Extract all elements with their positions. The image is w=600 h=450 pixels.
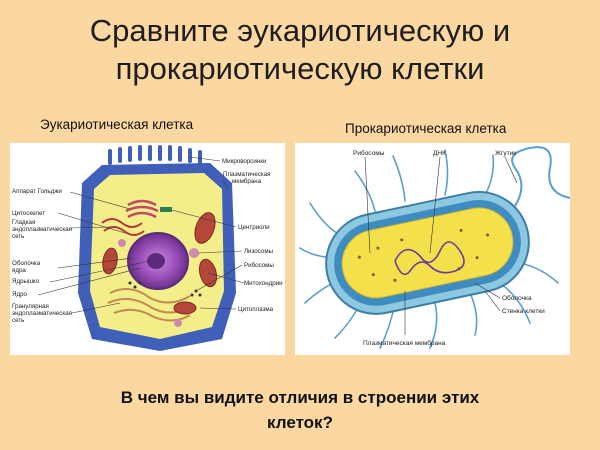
prokaryote-diagram-panel: Рибосомы ДНК Жгутик Оболочка Стенка клет…: [295, 143, 571, 355]
label-centrioles: Центриоли: [238, 224, 270, 231]
prokaryote-leader-lines: [364, 156, 518, 335]
label-plasma-membrane-2: мембрана: [232, 178, 262, 185]
label-nuclear-envelope-1: Оболочка: [12, 260, 41, 267]
label-nuclear-envelope-2: ядра: [12, 267, 26, 274]
label-pro-cell-wall: Стенка клетки: [502, 308, 545, 315]
eukaryote-heading: Эукариотическая клетка: [40, 117, 194, 132]
label-cytoskeleton: Цитоскелет: [12, 210, 45, 217]
label-pro-flagellum: Жгутик: [495, 150, 516, 157]
label-microvilli: Микроворсинки: [222, 158, 267, 165]
prokaryote-heading: Прокариотическая клетка: [345, 121, 507, 136]
label-lysosomes: Лизосомы: [244, 248, 274, 255]
title-line-2: прокариотическую клетки: [115, 51, 485, 86]
label-pro-ribosomes: Рибосомы: [353, 149, 385, 157]
ribosome-dots: [128, 281, 202, 297]
label-pro-dna: ДНК: [433, 150, 446, 157]
golgi-shape: [125, 199, 159, 219]
label-nucleus: Ядро: [12, 291, 28, 298]
question-line-2: клеток?: [267, 413, 333, 432]
smooth-er: [101, 218, 145, 236]
title-line-1: Сравните эукариотическую и: [89, 13, 511, 48]
question-line-1: В чем вы видите отличия в строении этих: [120, 388, 480, 407]
label-cytoplasm: Цитоплазма: [238, 306, 274, 313]
prokaryote-cell-diagram: Рибосомы ДНК Жгутик Оболочка Стенка клет…: [299, 146, 571, 349]
slide-title: Сравните эукариотическую и прокариотичес…: [0, 12, 600, 88]
prokaryote-cytoplasm-shape: [341, 207, 514, 299]
label-rough-er-3: сеть: [12, 317, 24, 324]
eukaryote-diagram-panel: Аппарат Гольджи Цитоскелет Гладкая эндоп…: [10, 143, 285, 355]
label-pro-plasma-membrane: Плазматическая мембрана: [363, 339, 446, 347]
microvilli: [108, 145, 202, 165]
label-smooth-er-2: эндоплазматическая: [12, 226, 72, 233]
label-ribosomes: Рибосомы: [244, 262, 274, 269]
label-smooth-er-3: сеть: [12, 233, 24, 240]
label-plasma-membrane-1: Плазматическая: [223, 171, 271, 178]
dna-shape: [394, 241, 465, 276]
label-nucleolus: Ядрышко: [12, 278, 40, 285]
question-text: В чем вы видите отличия в строении этих …: [30, 385, 570, 435]
label-pro-capsule: Оболочка: [502, 294, 532, 302]
label-rough-er-1: Гранулярная: [12, 303, 49, 310]
nucleolus-shape: [147, 253, 165, 269]
flagellum-shape: [509, 146, 571, 214]
eukaryote-leader-lines: [37, 156, 245, 314]
label-smooth-er-1: Гладкая: [12, 219, 35, 226]
label-rough-er-2: эндоплазматическая: [12, 310, 72, 317]
centriole-shape: [160, 207, 172, 212]
lysosome-shapes: [118, 239, 199, 327]
eukaryote-cell-diagram: Аппарат Гольджи Цитоскелет Гладкая эндоп…: [12, 145, 283, 351]
label-golgi: Аппарат Гольджи: [12, 188, 62, 195]
label-mitochondria: Митохондрии: [244, 280, 283, 287]
